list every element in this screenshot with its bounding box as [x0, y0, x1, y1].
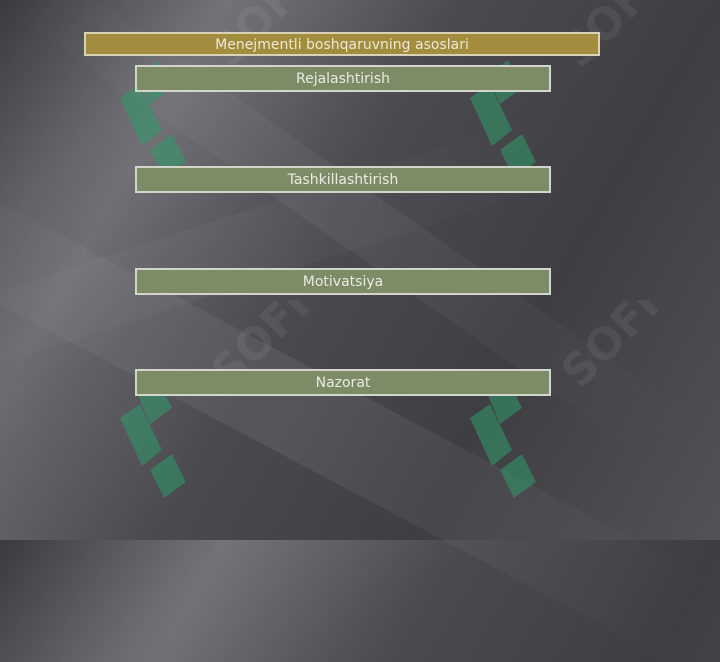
node-rejalashtirish: Rejalashtirish [135, 65, 551, 92]
soff-logo-icon: SOFF [470, 300, 679, 498]
soff-logo-icon: SOFF [120, 300, 329, 498]
svg-text:SOFF: SOFF [552, 300, 679, 398]
node-motivatsiya: Motivatsiya [135, 268, 551, 295]
node-nazorat: Nazorat [135, 369, 551, 396]
diagram-title: Menejmentli boshqaruvning asoslari [84, 32, 600, 56]
node-tashkillashtirish: Tashkillashtirish [135, 166, 551, 193]
